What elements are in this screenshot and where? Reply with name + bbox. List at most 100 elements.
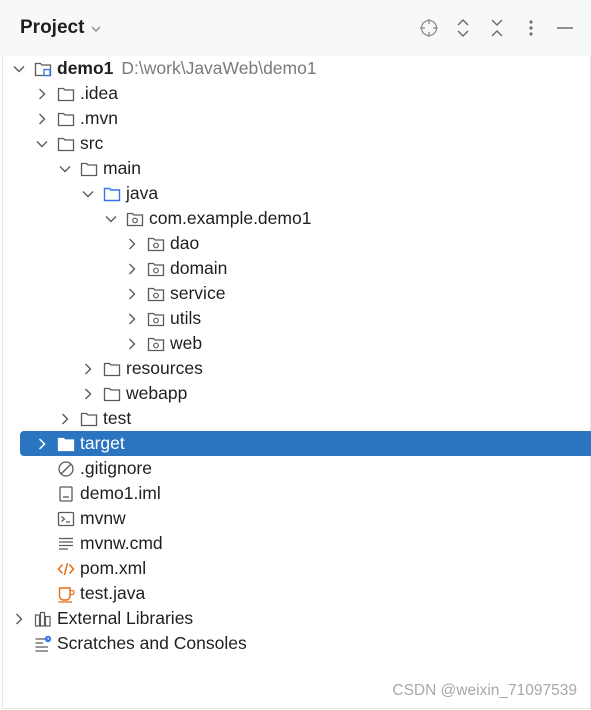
locate-icon[interactable] — [419, 17, 439, 39]
tree-node-domain[interactable]: domain — [0, 256, 591, 281]
tree-node-label: .mvn — [80, 108, 118, 128]
tree-node-label: dao — [170, 233, 200, 253]
tree-node-label: src — [80, 133, 104, 153]
xml-file-icon — [57, 560, 75, 578]
folder-icon — [103, 385, 121, 403]
tree-node-label: .gitignore — [80, 458, 152, 478]
tree-node-label: service — [170, 283, 226, 303]
source-folder-icon — [103, 185, 121, 203]
tree-node-label: .idea — [80, 83, 118, 103]
tree-node-label: External Libraries — [57, 608, 194, 628]
chevron-right-icon[interactable] — [12, 612, 26, 626]
minimize-icon[interactable] — [555, 17, 575, 39]
chevron-right-icon[interactable] — [35, 112, 49, 126]
tree-node-utils[interactable]: utils — [0, 306, 591, 331]
folder-icon — [103, 360, 121, 378]
collapse-all-icon[interactable] — [487, 17, 507, 39]
chevron-right-icon[interactable] — [125, 312, 139, 326]
tree-node-label: demo1.iml — [80, 483, 161, 503]
tree-node-label: com.example.demo1 — [149, 208, 312, 228]
tree-node-package[interactable]: com.example.demo1 — [0, 206, 591, 231]
package-icon — [126, 210, 144, 228]
project-name: demo1 — [57, 58, 114, 78]
chevron-right-icon[interactable] — [81, 387, 95, 401]
package-icon — [147, 260, 165, 278]
tree-node-dao[interactable]: dao — [0, 231, 591, 256]
tree-node-scratches[interactable]: Scratches and Consoles — [0, 631, 591, 656]
tool-window-title: Project — [20, 17, 85, 38]
chevron-down-icon — [91, 26, 101, 32]
chevron-right-icon[interactable] — [125, 237, 139, 251]
tree-node-label: resources — [126, 358, 203, 378]
folder-icon — [57, 135, 75, 153]
tree-node-webapp[interactable]: webapp — [0, 381, 591, 406]
tree-node-gitignore[interactable]: .gitignore — [0, 456, 591, 481]
package-icon — [147, 335, 165, 353]
tree-node-test[interactable]: test — [0, 406, 591, 431]
chevron-right-icon[interactable] — [125, 287, 139, 301]
tree-node-label: test.java — [80, 583, 146, 603]
tree-node-pom[interactable]: pom.xml — [0, 556, 591, 581]
tree-node-mvnw-cmd[interactable]: mvnw.cmd — [0, 531, 591, 556]
chevron-right-icon[interactable] — [125, 262, 139, 276]
tree-node-label: webapp — [126, 383, 188, 403]
folder-icon — [80, 410, 98, 428]
tree-node-main[interactable]: main — [0, 156, 591, 181]
tree-node-service[interactable]: service — [0, 281, 591, 306]
tree-node-label: domain — [170, 258, 228, 278]
tree-node-web[interactable]: web — [0, 331, 591, 356]
tree-node-label: mvnw — [80, 508, 126, 528]
tree-node-label: pom.xml — [80, 558, 147, 578]
tree-node-idea[interactable]: .idea — [0, 81, 591, 106]
package-icon — [147, 310, 165, 328]
watermark: CSDN @weixin_71097539 — [392, 682, 577, 699]
chevron-expanded-icon[interactable] — [104, 212, 118, 226]
tree-node-label: web — [170, 333, 203, 353]
java-file-icon — [57, 585, 75, 603]
scratches-icon — [34, 635, 52, 653]
package-icon — [147, 235, 165, 253]
folder-icon — [57, 110, 75, 128]
package-icon — [147, 285, 165, 303]
chevron-expanded-icon[interactable] — [81, 187, 95, 201]
expand-all-icon[interactable] — [453, 17, 473, 39]
tree-node-label: target — [80, 433, 125, 453]
tree-node-label: test — [103, 408, 132, 428]
module-folder-icon — [34, 60, 52, 78]
chevron-right-icon[interactable] — [125, 337, 139, 351]
tree-node-test-java[interactable]: test.java — [0, 581, 591, 606]
chevron-expanded-icon[interactable] — [12, 62, 26, 76]
shell-script-icon — [57, 510, 75, 528]
chevron-expanded-icon[interactable] — [58, 162, 72, 176]
text-file-icon — [57, 535, 75, 553]
tree-node-label: utils — [170, 308, 202, 328]
more-icon[interactable] — [521, 17, 541, 39]
tree-node-mvnw[interactable]: mvnw — [0, 506, 591, 531]
folder-icon — [80, 160, 98, 178]
chevron-right-icon[interactable] — [81, 362, 95, 376]
excluded-folder-icon — [57, 435, 75, 453]
tree-node-label: java — [126, 183, 159, 203]
tree-node-iml[interactable]: demo1.iml — [0, 481, 591, 506]
chevron-right-icon[interactable] — [58, 412, 72, 426]
libraries-icon — [34, 610, 52, 628]
chevron-expanded-icon[interactable] — [35, 137, 49, 151]
tree-node-external-libraries[interactable]: External Libraries — [0, 606, 591, 631]
tree-node-label: mvnw.cmd — [80, 533, 163, 553]
chevron-right-icon[interactable] — [35, 87, 49, 101]
project-tool-window-header: Project — [0, 0, 591, 56]
chevron-right-icon[interactable] — [35, 437, 49, 451]
tree-node-label: Scratches and Consoles — [57, 633, 247, 653]
tree-node-label: main — [103, 158, 141, 178]
module-file-icon — [57, 485, 75, 503]
ignore-file-icon — [57, 460, 75, 478]
tree-node-target[interactable]: target — [0, 431, 591, 456]
tree-node-java[interactable]: java — [0, 181, 591, 206]
project-path: D:\work\JavaWeb\demo1 — [121, 58, 317, 78]
project-view-selector[interactable]: Project — [20, 17, 102, 39]
tree-node-mvn[interactable]: .mvn — [0, 106, 591, 131]
tree-node-src[interactable]: src — [0, 131, 591, 156]
folder-icon — [57, 85, 75, 103]
tree-node-resources[interactable]: resources — [0, 356, 591, 381]
tree-node-demo1[interactable]: demo1 D:\work\JavaWeb\demo1 — [0, 56, 591, 81]
